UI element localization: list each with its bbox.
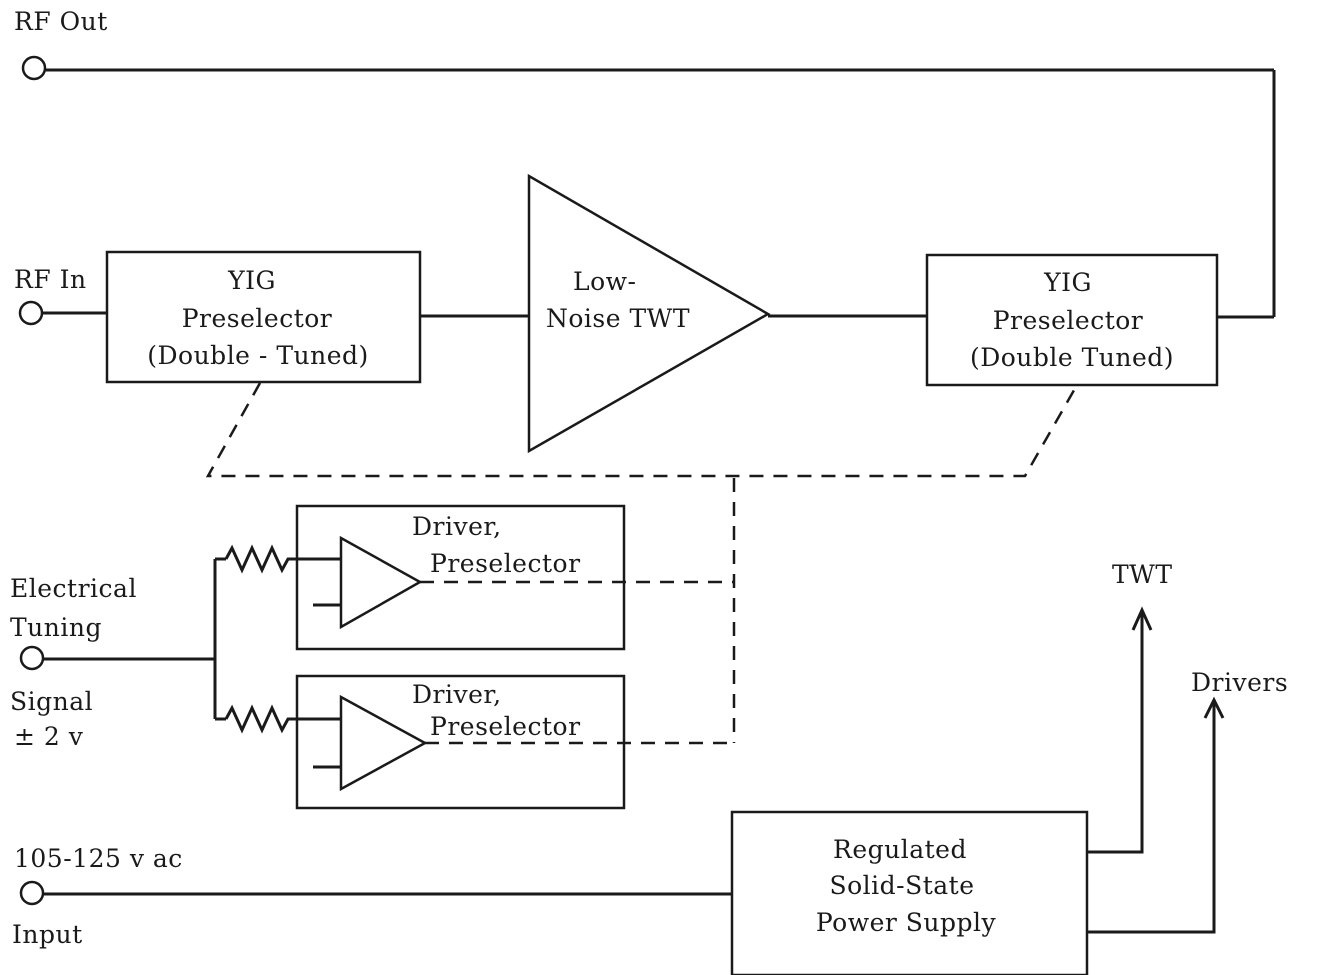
voltage-label: ± 2 v xyxy=(14,722,84,751)
resistor-bottom xyxy=(224,704,340,734)
yig-right-line1: YIG xyxy=(1043,268,1092,297)
yig-left-line1: YIG xyxy=(227,266,276,295)
power-supply-line2: Solid-State xyxy=(829,871,974,900)
regulated-power-supply: Regulated Solid-State Power Supply xyxy=(730,810,1089,975)
yig-left-line3: (Double - Tuned) xyxy=(147,341,369,370)
signal-label: Signal xyxy=(10,687,93,716)
yig-left-line2: Preselector xyxy=(182,304,333,333)
resistor-top xyxy=(224,544,340,574)
ac-input-terminal[interactable] xyxy=(19,880,45,906)
driver-bottom-line2: Preselector xyxy=(430,712,581,741)
low-noise-twt-amplifier: Low- Noise TWT xyxy=(527,173,771,454)
driver-top-line1: Driver, xyxy=(412,512,502,541)
rf-out-terminal[interactable] xyxy=(21,55,47,81)
power-supply-line1: Regulated xyxy=(833,835,967,864)
control-linkage-dashed xyxy=(205,382,1079,745)
twt-output-label: TWT xyxy=(1112,560,1173,589)
rf-out-path xyxy=(45,68,1276,319)
driver-bottom-line1: Driver, xyxy=(412,680,502,709)
driver-preselector-top: Driver, Preselector xyxy=(295,504,626,651)
input-label: Input xyxy=(12,920,83,949)
twt-power-output xyxy=(1087,606,1153,854)
ac-range-label: 105-125 v ac xyxy=(14,844,183,873)
twt-amp-line2: Noise TWT xyxy=(546,304,690,333)
drivers-output-label: Drivers xyxy=(1191,668,1288,697)
tuning-input-wiring xyxy=(43,557,226,721)
power-supply-line3: Power Supply xyxy=(816,908,997,937)
rf-in-label: RF In xyxy=(14,265,87,294)
twt-amp-line1: Low- xyxy=(573,267,637,296)
rf-in-terminal[interactable] xyxy=(18,300,44,326)
yig-preselector-right: YIG Preselector (Double Tuned) xyxy=(925,253,1219,387)
drivers-power-output xyxy=(1087,696,1225,934)
yig-right-line2: Preselector xyxy=(993,306,1144,335)
rf-out-label: RF Out xyxy=(14,7,108,36)
yig-right-line3: (Double Tuned) xyxy=(970,343,1174,372)
tuning-label: Tuning xyxy=(10,613,102,642)
driver-top-line2: Preselector xyxy=(430,549,581,578)
driver-preselector-bottom: Driver, Preselector xyxy=(295,674,626,810)
tuning-input-terminal[interactable] xyxy=(19,645,45,671)
yig-preselector-left: YIG Preselector (Double - Tuned) xyxy=(105,250,422,384)
electrical-label: Electrical xyxy=(10,574,137,603)
